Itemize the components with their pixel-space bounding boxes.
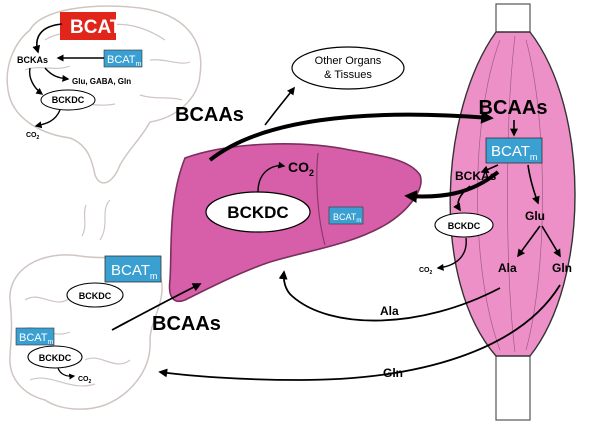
muscle-co2-label: CO2 [419, 267, 433, 276]
brain-bcat-m-label: BCATm [107, 54, 142, 68]
muscle-illustration: BCAAs BCATm BCKAs Glu BCKDC CO2 Ala Gln [419, 3, 576, 421]
gut-bcat-m-small-box [15, 327, 55, 346]
bcaas-from-gut-label: BCAAs [152, 313, 221, 335]
brain-co2-label: CO2 [26, 132, 40, 141]
brain-illustration: BCATc BCATm BCKAs Glu, GABA, Gln BCKDC C… [6, 5, 202, 184]
liver-bcat-m-box [328, 206, 364, 225]
bcaas-to-liver-label: BCAAs [175, 104, 244, 126]
muscle-bcaas-label: BCAAs [479, 97, 548, 119]
gut-bckdc-upper-label: BCKDC [79, 291, 112, 301]
liver-bckdc-label: BCKDC [227, 203, 288, 222]
other-organs-node: Other Organs & Tissues [291, 46, 405, 90]
muscle-glu-label: Glu [525, 209, 545, 223]
arrow-bcaas-to-muscle [208, 110, 494, 162]
gut-co2-label: CO2 [78, 376, 92, 385]
liver-illustration: BCKDC CO2 BCATm [168, 143, 422, 302]
gut-bckdc-upper-ellipse [66, 282, 124, 308]
other-organs-label-line2: & Tissues [324, 69, 372, 81]
brain-outline [6, 5, 202, 184]
brain-bckdc-label: BCKDC [52, 95, 85, 105]
muscle-bcat-m-box [485, 137, 543, 164]
muscle-ala-label: Ala [498, 261, 517, 275]
ala-flow-label: Ala [380, 304, 399, 318]
arrow-gut-bcaas-to-liver [111, 283, 202, 331]
liver-co2-label: CO2 [288, 159, 314, 178]
flow-arrows [111, 86, 561, 381]
brain-bcat-c-label: BCATc [70, 17, 127, 40]
intestine-illustration: BCATm BCKDC BCATm BCKDC CO2 [9, 199, 163, 410]
brain-bckas-label: BCKAs [17, 55, 48, 65]
arrow-gln-to-gut [158, 284, 561, 381]
brain-bckdc-ellipse [40, 89, 96, 111]
gut-bcat-m-large-label: BCATm [111, 262, 157, 281]
muscle-belly [449, 31, 576, 357]
muscle-gln-label: Gln [552, 261, 572, 275]
arrow-bckas-to-liver [404, 170, 500, 203]
gut-bckdc-lower-label: BCKDC [39, 353, 72, 363]
gut-bckdc-lower-ellipse [27, 345, 83, 369]
gut-bcat-m-large-box [104, 255, 162, 283]
other-organs-label-line1: Other Organs [315, 55, 382, 67]
brain-bcat-c-box [60, 12, 116, 40]
gut-bcat-m-small-label: BCATm [19, 332, 54, 346]
brain-products-label: Glu, GABA, Gln [72, 77, 131, 86]
muscle-bcat-m-label: BCATm [491, 143, 537, 162]
intestine-outline [9, 254, 163, 410]
liver-bcat-m-label: BCATm [333, 212, 361, 224]
arrow-ala-to-liver [278, 270, 501, 322]
muscle-bckdc-ellipse [434, 212, 494, 238]
arrow-to-other-organs [264, 86, 295, 126]
muscle-bckdc-label: BCKDC [448, 221, 481, 231]
gln-flow-label: Gln [383, 366, 403, 380]
